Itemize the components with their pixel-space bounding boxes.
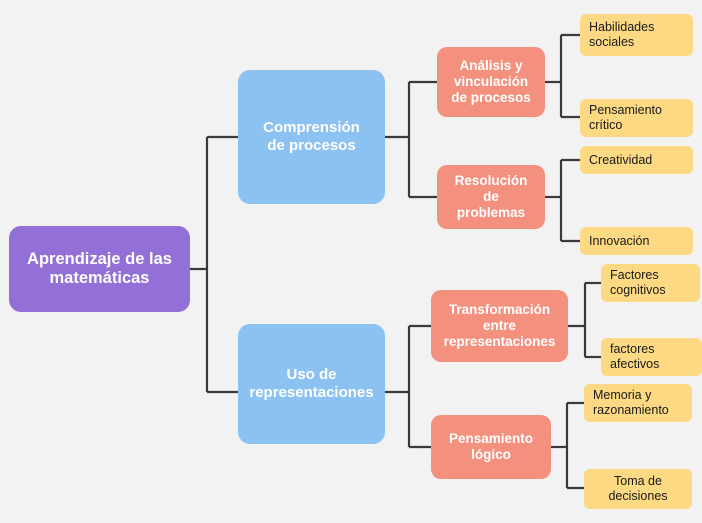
node-habilidades-sociales[interactable]: Habilidades sociales (580, 14, 693, 56)
node-pensamiento-logico[interactable]: Pensamiento lógico (431, 415, 551, 479)
node-resolucion-de-problemas[interactable]: Resolución de problemas (437, 165, 545, 229)
node-pensamiento-critico[interactable]: Pensamiento crítico (580, 99, 693, 137)
node-toma-de-decisiones[interactable]: Toma de decisiones (584, 469, 692, 509)
node-factores-cognitivos[interactable]: Factores cognitivos (601, 264, 700, 302)
node-uso-de-representaciones[interactable]: Uso de representaciones (238, 324, 385, 444)
node-root[interactable]: Aprendizaje de las matemáticas (9, 226, 190, 312)
node-factores-afectivos[interactable]: factores afectivos (601, 338, 702, 376)
node-transformacion-entre-representaciones[interactable]: Transformación entre representaciones (431, 290, 568, 362)
node-analisis-y-vinculacion-de-procesos[interactable]: Análisis y vinculación de procesos (437, 47, 545, 117)
node-comprension-de-procesos[interactable]: Comprensión de procesos (238, 70, 385, 204)
node-memoria-y-razonamiento[interactable]: Memoria y razonamiento (584, 384, 692, 422)
node-innovacion[interactable]: Innovación (580, 227, 693, 255)
node-creatividad[interactable]: Creatividad (580, 146, 693, 174)
